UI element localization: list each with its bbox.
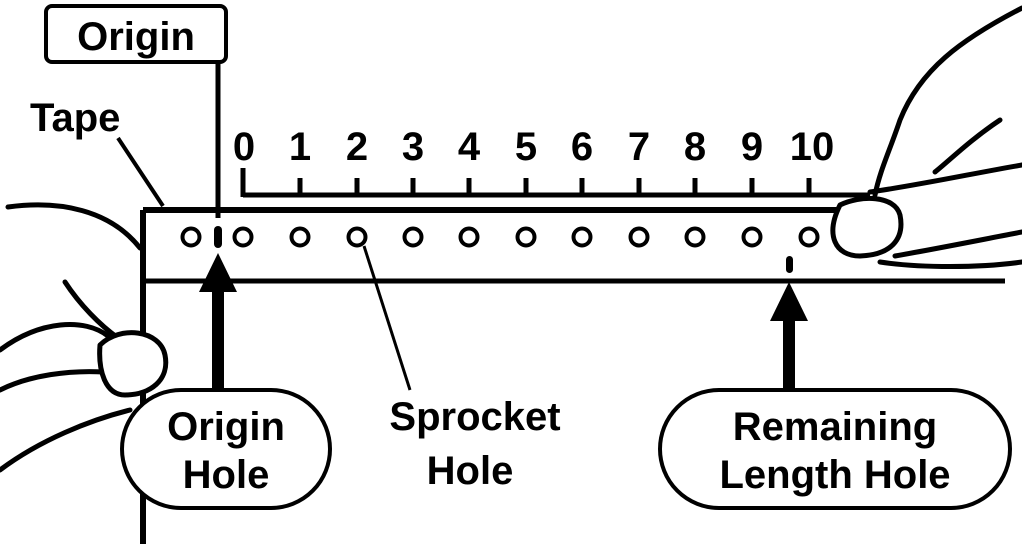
scale-number-4: 4: [458, 125, 481, 169]
remaining-length-callout-frame: [658, 388, 1012, 510]
sprocket-hole-label-line2: Hole: [427, 449, 514, 493]
origin-label-box: Origin: [44, 4, 228, 64]
origin-hole-label-line2: Hole: [183, 453, 270, 497]
left-finger-line: [0, 321, 111, 353]
right-finger-line: [932, 117, 1003, 175]
origin-label: Origin: [77, 15, 195, 59]
right-hand-illustration: [830, 5, 1022, 269]
origin-label-frame: [44, 4, 228, 64]
remaining-length-arrow: [770, 282, 808, 392]
right-finger-line: [877, 259, 1022, 269]
sprocket-hole: [684, 226, 706, 248]
sprocket-hole: [232, 226, 254, 248]
origin-hole-callout-frame: [120, 388, 332, 510]
arrow-head: [199, 253, 237, 292]
tape-label: Tape: [30, 96, 120, 140]
sprocket-hole: [741, 226, 763, 248]
origin-hole-arrow: [199, 253, 237, 398]
right-finger-line: [867, 162, 1022, 195]
origin-hole: [214, 226, 222, 248]
right-hand-outline: [872, 5, 1022, 198]
scale-number-8: 8: [684, 125, 706, 169]
sprocket-hole: [571, 226, 593, 248]
scale-number-9: 9: [741, 125, 763, 169]
right-fingernail: [830, 195, 904, 259]
arrow-shaft: [212, 288, 224, 398]
left-hand-outline: [5, 202, 143, 251]
sprocket-hole: [515, 226, 537, 248]
origin-hole-callout: Origin Hole: [120, 388, 332, 510]
left-finger-line: [0, 407, 133, 473]
sprocket-hole-label-line1: Sprocket: [389, 395, 560, 439]
right-finger-line: [892, 229, 1022, 259]
sprocket-hole: [458, 226, 480, 248]
remaining-length-hole-callout: Remaining Length Hole: [658, 388, 1012, 510]
sprocket-holes: [180, 226, 820, 248]
scale-number-0: 0: [233, 125, 255, 169]
ruler-scale: [240, 168, 870, 198]
arrow-head: [770, 282, 808, 321]
scale-number-7: 7: [628, 125, 650, 169]
sprocket-hole-callout: Sprocket Hole: [389, 395, 560, 493]
sprocket-hole: [628, 226, 650, 248]
left-hand-illustration: [0, 202, 169, 473]
scale-numbers: 0 1 2 3 4 5 6 7 8 9 10: [233, 125, 834, 169]
arrow-shaft: [783, 318, 795, 392]
remaining-length-label-line2: Length Hole: [719, 453, 950, 497]
sprocket-leader-line: [362, 245, 412, 391]
scale-number-6: 6: [571, 125, 593, 169]
scale-number-3: 3: [402, 125, 424, 169]
remaining-length-label-line1: Remaining: [733, 405, 937, 449]
sprocket-hole: [798, 226, 820, 248]
left-finger-line: [0, 369, 107, 393]
scale-number-10: 10: [790, 125, 835, 169]
sprocket-hole: [289, 226, 311, 248]
remaining-length-hole: [786, 256, 793, 273]
tape-leader-line: [116, 136, 165, 208]
scale-number-2: 2: [346, 125, 368, 169]
scale-number-1: 1: [289, 125, 311, 169]
origin-hole-label-line1: Origin: [167, 405, 285, 449]
left-thumbnail: [97, 330, 169, 398]
sprocket-hole: [346, 226, 368, 248]
sprocket-hole: [402, 226, 424, 248]
sprocket-hole: [180, 226, 202, 248]
scale-number-5: 5: [515, 125, 537, 169]
